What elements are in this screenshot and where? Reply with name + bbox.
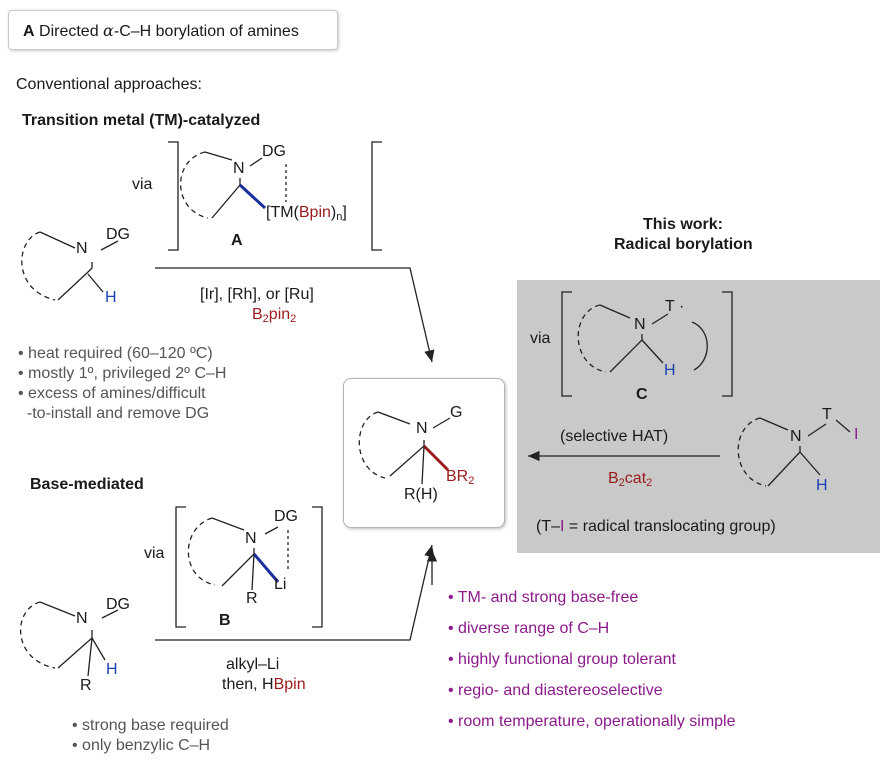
product-n: N (416, 420, 428, 437)
atom-dg: DG (106, 226, 130, 243)
advantage-item: • highly functional group tolerant (448, 651, 676, 668)
via-b: via (144, 545, 165, 562)
panel-letter: A (23, 23, 35, 40)
tw-start-ring (737, 417, 851, 487)
atom-n-bs: N (76, 610, 88, 627)
base-section-title: Base-mediated (30, 476, 144, 493)
base-bullet: • only benzylic C–H (72, 737, 211, 754)
tm-start-ring (21, 231, 119, 301)
product-structure (358, 411, 451, 485)
label-c: C (636, 386, 648, 403)
atom-n: N (76, 240, 88, 257)
advantage-item: • diverse range of C–H (448, 620, 610, 637)
atom-n-b: N (245, 530, 257, 547)
advantage-item: • regio- and diastereoselective (448, 682, 663, 699)
product-rh: R(H) (404, 486, 438, 503)
this-work-title-2: Radical borylation (614, 236, 753, 253)
atom-r-bs: R (80, 677, 92, 694)
panel-title-pre: Directed (39, 23, 104, 40)
panel-title-post: -C–H borylation of amines (113, 23, 299, 40)
tm-bullet: -to-install and remove DG (18, 405, 210, 422)
base-start-ring (20, 601, 119, 677)
tm-bullet: • excess of amines/difficult (18, 385, 206, 402)
tm-section-title: Transition metal (TM)-catalyzed (22, 112, 261, 129)
advantage-item: • TM- and strong base-free (448, 589, 639, 606)
t-label-c: T · (665, 298, 685, 315)
atom-dg-bs: DG (106, 596, 130, 613)
atom-n-a: N (233, 160, 245, 177)
atom-n-tw: N (790, 428, 802, 445)
t-label-tw: T (822, 406, 832, 423)
atom-dg-b: DG (274, 508, 298, 525)
atom-h: H (105, 289, 117, 306)
tw-footnote: (T–I = radical translocating group) (536, 518, 776, 535)
intermediate-b (175, 506, 323, 628)
li-label: Li (274, 576, 287, 593)
atom-h-c: H (664, 362, 676, 379)
tm-reagent: B2pin2 (252, 306, 297, 325)
base-arrow (155, 544, 435, 641)
atom-h-bs: H (106, 661, 118, 678)
tm-conditions: [Ir], [Rh], or [Ru] (200, 286, 314, 303)
via-c: via (530, 330, 551, 347)
base-conditions-1: alkyl–Li (226, 656, 280, 673)
tm-fragment: [TM(Bpin)n] (266, 204, 347, 223)
product-br2: BR2 (446, 468, 475, 487)
tw-reagent: B2cat2 (608, 470, 653, 489)
panel-title: A Directed α-C–H borylation of amines (8, 10, 338, 50)
advantage-item: • room temperature, operationally simple (448, 713, 736, 730)
base-bullet: • strong base required (72, 717, 229, 734)
atom-r-b: R (246, 590, 258, 607)
tm-bullet: • heat required (60–120 ºC) (18, 345, 213, 362)
base-bullets: • strong base required • only benzylic C… (72, 716, 229, 756)
tm-bullet: • mostly 1º, privileged 2º C–H (18, 365, 227, 382)
via-a: via (132, 176, 153, 193)
hat-label: (selective HAT) (560, 428, 669, 445)
this-work-title-1: This work: (643, 216, 724, 233)
tm-bullets: • heat required (60–120 ºC) • mostly 1º,… (18, 344, 226, 424)
tm-arrow (155, 267, 435, 363)
atom-h-tw: H (816, 477, 828, 494)
base-conditions-2: then, HBpin (222, 676, 306, 693)
i-label-tw: I (854, 426, 859, 443)
atom-dg-a: DG (262, 143, 286, 160)
label-b: B (219, 612, 231, 629)
intermediate-a (168, 141, 382, 251)
intermediate-c (561, 291, 733, 397)
alpha-symbol: α (103, 21, 114, 40)
atom-n-c: N (634, 316, 646, 333)
product-g: G (450, 404, 463, 421)
conventional-label: Conventional approaches: (16, 76, 202, 93)
label-a: A (231, 232, 243, 249)
